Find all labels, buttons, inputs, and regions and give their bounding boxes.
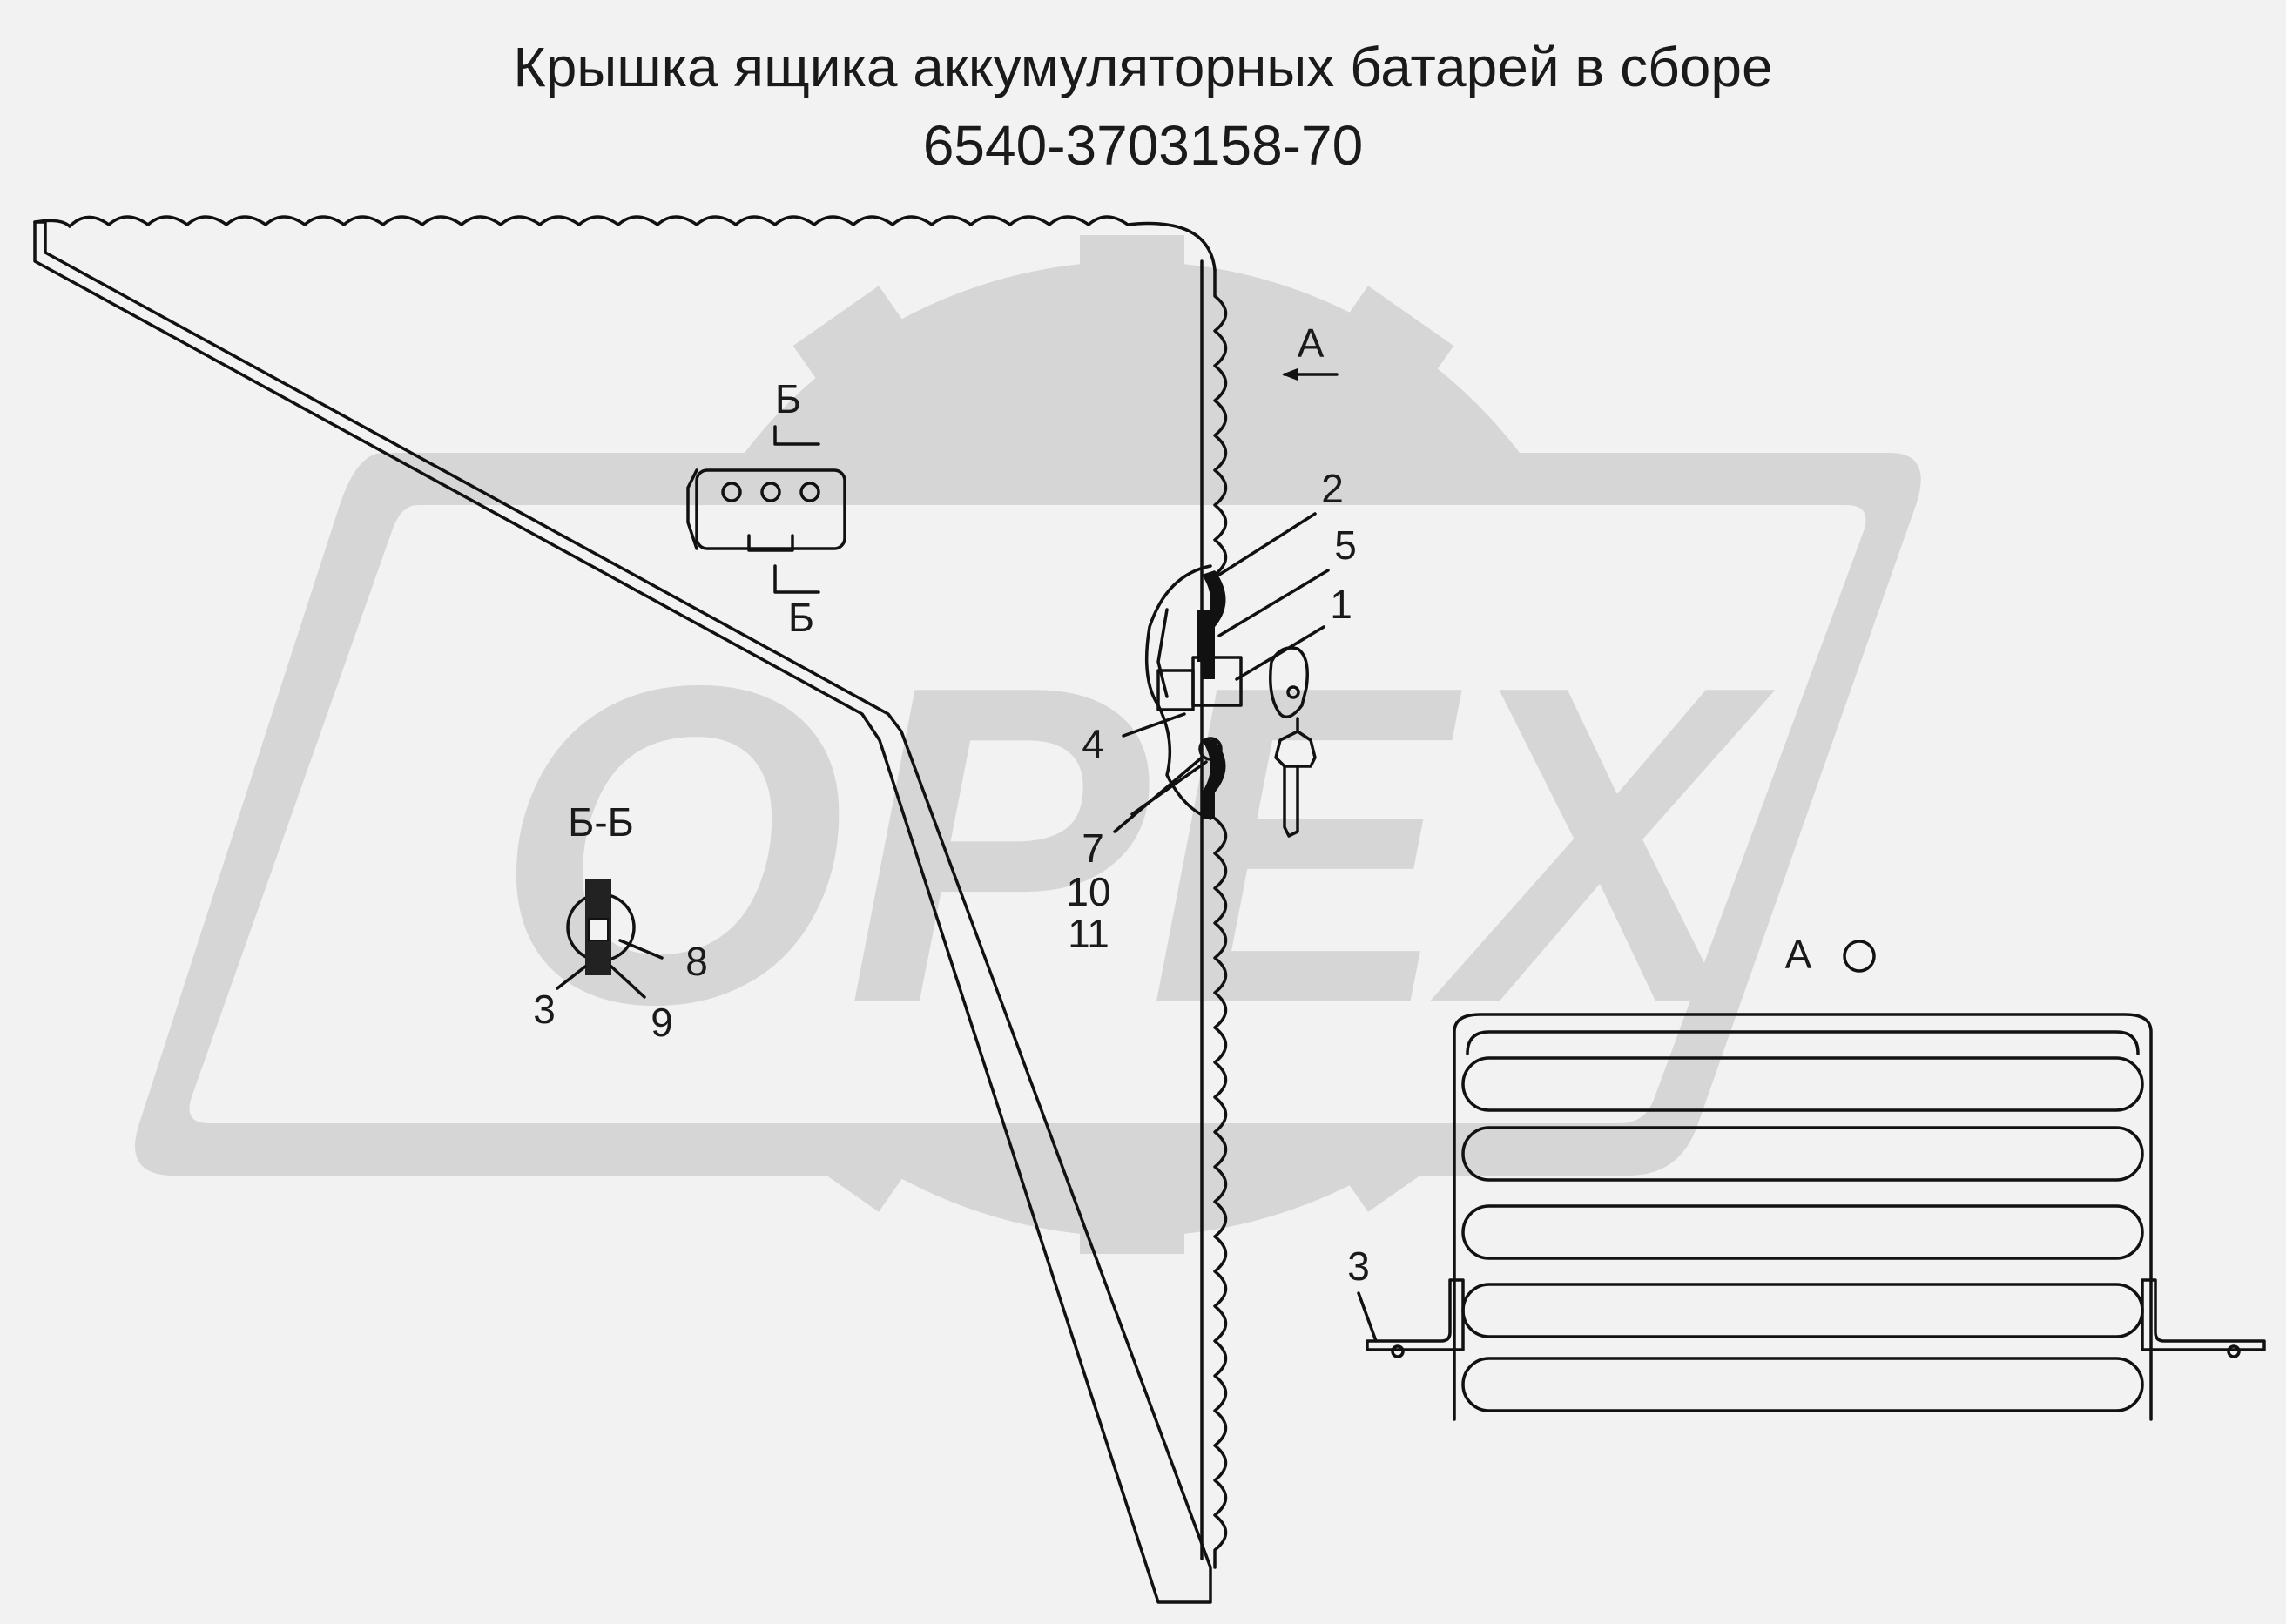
rib [1461, 1283, 2144, 1338]
part-number: 6540-3703158-70 [922, 114, 1364, 177]
callout-7: 7 [1082, 825, 1104, 871]
view-a-label-side: А [1785, 932, 1812, 977]
hole-icon [721, 482, 742, 502]
hole-icon [760, 482, 781, 502]
view-a-side: А 3 [1347, 932, 2266, 1421]
rib [1461, 1056, 2144, 1112]
watermark-text: OPEX [495, 592, 1777, 1098]
section-name: Б-Б [568, 799, 634, 845]
callout-9: 9 [651, 1000, 673, 1045]
section-label-top: Б [775, 376, 801, 421]
hinge-block [686, 468, 846, 552]
watermark-gear-tooth [1298, 286, 1454, 446]
view-a-arrow: А [1282, 320, 1339, 381]
callout-8: 8 [685, 939, 708, 984]
watermark-gear-tooth [1080, 235, 1184, 366]
section-label-bottom: Б [788, 595, 814, 640]
watermark-gear-tooth [792, 286, 949, 446]
callout-3-detail: 3 [533, 987, 556, 1032]
section-detail-bb: Б-Б 8 3 9 [533, 799, 708, 1045]
callout-1: 1 [1330, 582, 1352, 627]
callout-11: 11 [1068, 911, 1109, 956]
lock-assembly [1144, 564, 1317, 838]
callout-5: 5 [1334, 522, 1357, 568]
diagram-title: Крышка ящика аккумуляторных батарей в сб… [513, 36, 1773, 98]
rotation-icon [1843, 940, 1876, 973]
lid-outline [33, 215, 1228, 1604]
view-a-label-top: А [1298, 320, 1325, 366]
rib [1461, 1126, 2144, 1182]
callout-10: 10 [1066, 869, 1110, 914]
callout-4: 4 [1082, 721, 1104, 766]
watermark-logo: OPEX [135, 235, 1921, 1254]
hole-icon [799, 482, 820, 502]
lock-callouts: 2 5 1 4 7 10 11 [1066, 466, 1356, 956]
section-marker-b: Б Б [773, 376, 820, 640]
rib [1461, 1357, 2144, 1412]
callout-3-side: 3 [1347, 1243, 1370, 1289]
arrow-left-icon [1282, 368, 1298, 381]
rib [1461, 1204, 2144, 1260]
callout-2: 2 [1321, 466, 1344, 511]
